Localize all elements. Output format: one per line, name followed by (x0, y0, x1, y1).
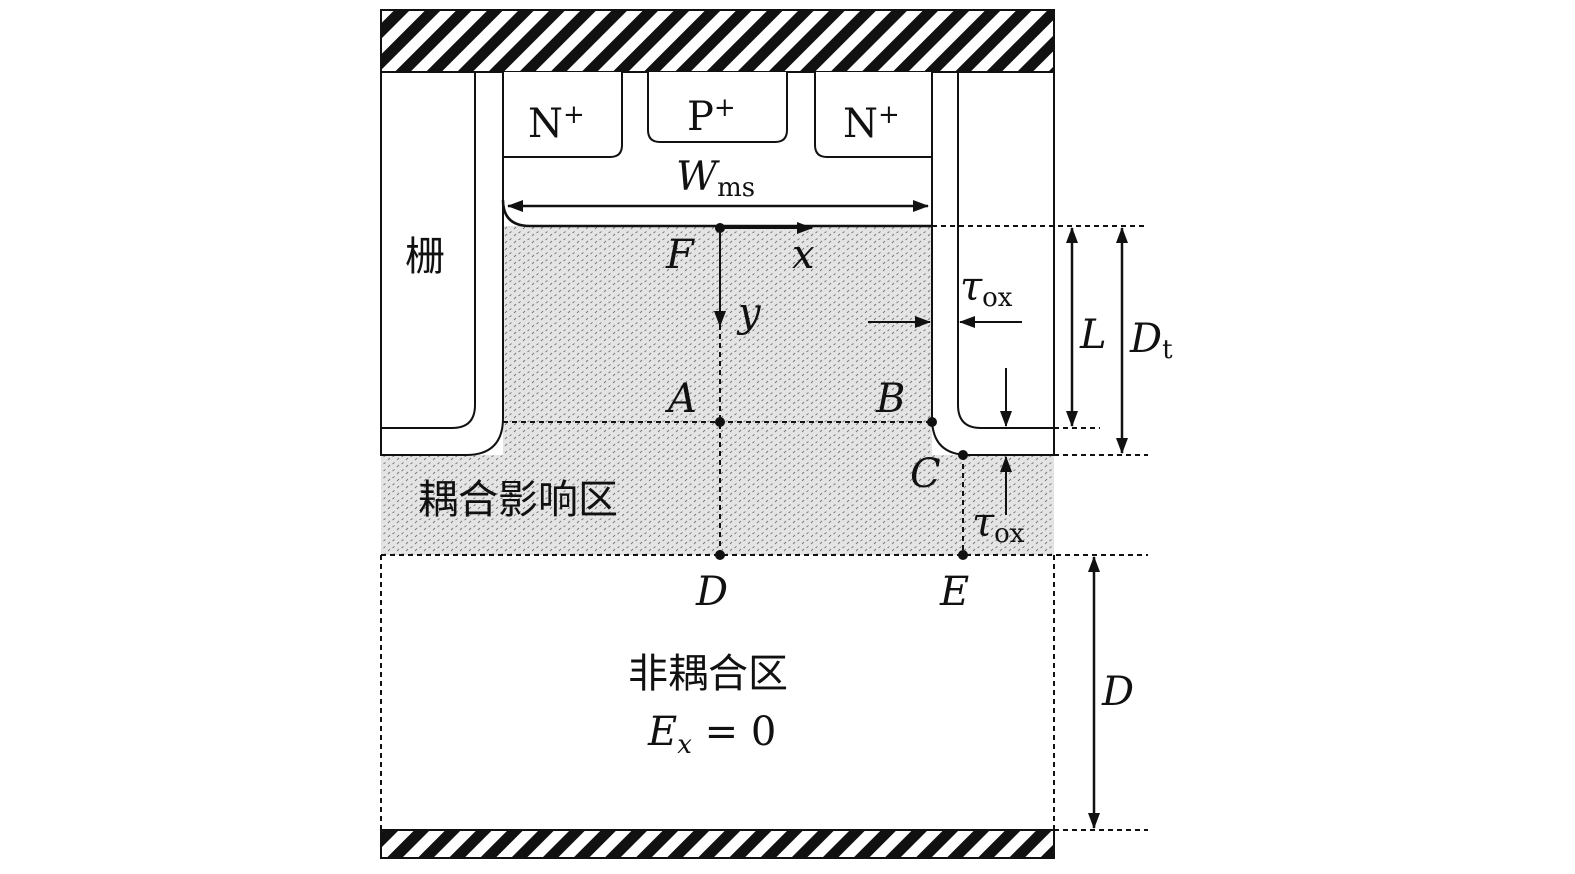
point-e-label: E (939, 569, 969, 615)
n-plus-left-region (502, 72, 623, 158)
top-electrode (380, 9, 1055, 73)
p-plus-region (647, 72, 788, 143)
left-gate (380, 71, 476, 429)
point-d-label: D (695, 569, 728, 615)
right-gate (957, 71, 1055, 429)
uncoupled-region-label: 非耦合区 (628, 651, 788, 697)
dt-label: Dt (1129, 316, 1173, 365)
points (715, 223, 968, 560)
l-label: L (1079, 312, 1107, 358)
tox-bottom-label: τox (972, 500, 1025, 549)
bottom-electrode (380, 829, 1055, 859)
point-b-label: B (875, 376, 905, 422)
dashed-guides (380, 225, 1148, 831)
coupled-region-label: 耦合影响区 (418, 477, 618, 523)
tox-side-label: τox (960, 264, 1013, 313)
wms-label: Wms (676, 154, 755, 203)
channel-region (503, 226, 932, 455)
point-c-label: C (910, 451, 941, 497)
coupled-region (381, 455, 1054, 555)
p-plus-label: P+ (687, 93, 736, 140)
gate-label: 栅 (405, 234, 445, 280)
n-plus-left-label: N+ (528, 100, 585, 147)
point-a-label: A (664, 376, 697, 422)
point-f-label: F (665, 232, 695, 278)
n-plus-right-region (814, 72, 933, 158)
d-label: D (1101, 669, 1134, 715)
y-axis-label: y (736, 290, 762, 336)
x-axis-label: x (792, 232, 815, 278)
n-plus-right-label: N+ (843, 100, 900, 147)
ex-equation: Ex = 0 (647, 709, 776, 760)
